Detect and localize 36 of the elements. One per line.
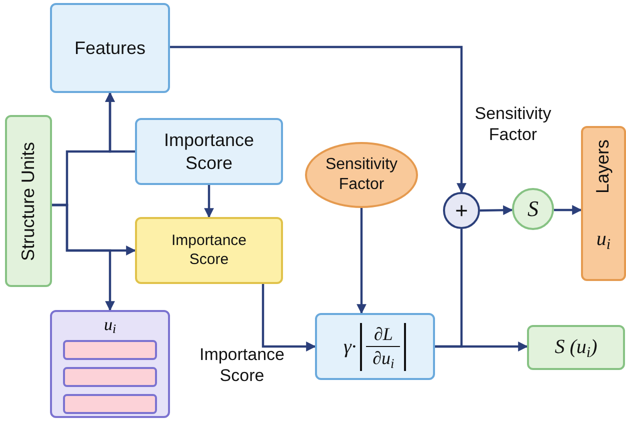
process-box	[135, 118, 283, 185]
node-text: S (u$_{i}$)	[554, 335, 598, 360]
node-text: +	[455, 200, 468, 222]
process-box	[135, 217, 283, 284]
arrow	[170, 46, 466, 193]
annotation-label: Sensitivity Factor	[474, 103, 552, 146]
stack-layer	[63, 367, 157, 387]
node-text: Sensitivity Factor	[324, 155, 399, 195]
arrow	[435, 342, 528, 352]
node-text: γ·	[344, 334, 356, 360]
vertical-box	[5, 115, 52, 287]
node-text: S	[528, 198, 538, 220]
node-text: Structure Units	[17, 141, 39, 261]
stack-layer	[63, 394, 157, 414]
arrow	[105, 92, 135, 153]
annotation-label: Importance Score	[198, 344, 286, 386]
node-text: Importance Score	[170, 232, 248, 270]
node-text: ∂L	[374, 323, 393, 346]
stack-box	[50, 310, 170, 418]
arrow	[262, 284, 316, 352]
node-text: Layers	[592, 139, 614, 194]
node-text: ∂u$_{i}$	[372, 347, 394, 370]
node-text: u$_{i}$	[104, 316, 116, 333]
arrow	[204, 185, 214, 218]
node-text: Features	[74, 36, 146, 60]
arrow	[52, 204, 115, 311]
stack-layer	[63, 340, 157, 360]
vertical-box	[581, 126, 626, 281]
node-text: u$_{i}$	[596, 227, 611, 254]
node-text: Importance Score	[162, 129, 256, 174]
process-box	[50, 3, 170, 93]
arrow	[480, 205, 513, 216]
arrow	[554, 205, 582, 215]
arrow	[356, 208, 366, 314]
process-box	[527, 325, 625, 370]
formula-box	[315, 313, 435, 380]
